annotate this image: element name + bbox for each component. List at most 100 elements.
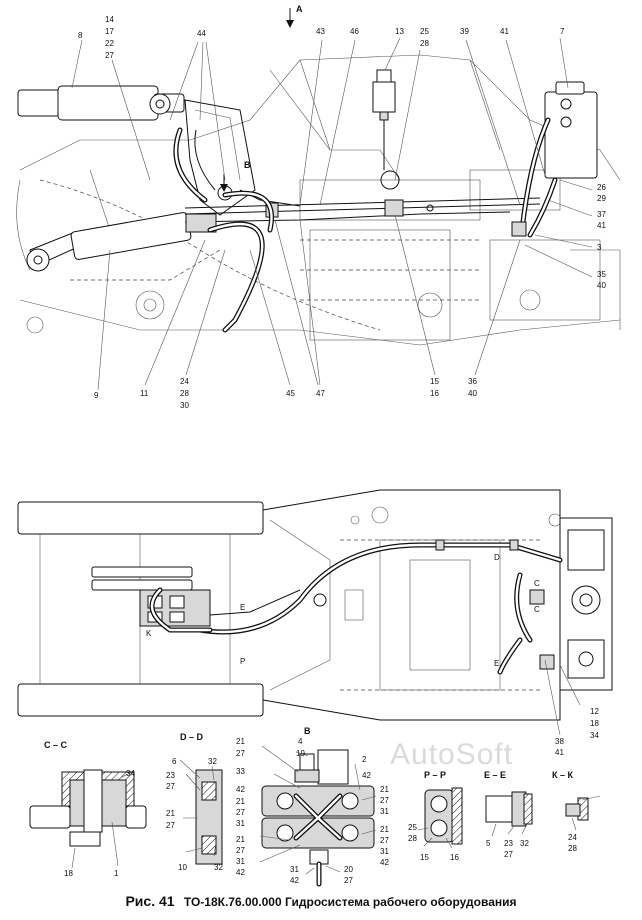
callout-9: 9 xyxy=(94,391,99,400)
callout-41b: 41 xyxy=(597,221,606,230)
section-b-label-27d: 27 xyxy=(236,846,245,855)
callout-36: 36 xyxy=(468,377,477,386)
callout-41c: 41 xyxy=(555,748,564,757)
section-b-label-42a: 42 xyxy=(362,771,371,780)
section-k-k-label-28: 28 xyxy=(568,844,577,853)
section-d-d-label-32b: 32 xyxy=(214,863,223,872)
callout-18: 18 xyxy=(590,719,599,728)
section-b-label-31e: 31 xyxy=(380,847,389,856)
section-b-label-27a: 27 xyxy=(236,749,245,758)
section-p-p: Р – Р 25 28 15 16 xyxy=(408,770,463,862)
callout-38: 38 xyxy=(555,737,564,746)
figure-caption: Рис. 41 ТО-18К.76.00.000 Гидросистема ра… xyxy=(0,893,642,909)
callout-17: 17 xyxy=(105,27,114,36)
section-d-d-label-23: 23 xyxy=(166,771,175,780)
section-b-label-20: 20 xyxy=(344,865,353,874)
callout-25: 25 xyxy=(420,27,429,36)
callout-29: 29 xyxy=(597,194,606,203)
section-b-label-31f: 31 xyxy=(290,865,299,874)
section-d-d-label-21: 21 xyxy=(166,809,175,818)
section-b-title: В xyxy=(304,726,311,736)
section-k-k: К – К 24 28 xyxy=(552,770,601,853)
figure-label: Рис. 41 xyxy=(125,893,175,909)
section-p-p-label-15: 15 xyxy=(420,853,429,862)
callout-27: 27 xyxy=(105,51,114,60)
plan-marker-e1: E xyxy=(494,659,499,668)
section-b-label-27b: 27 xyxy=(380,796,389,805)
side-view: А В 14 17 22 27 8 44 43 46 1 xyxy=(16,4,621,410)
plan-view: D C C E E P K 38 41 12 18 34 xyxy=(17,489,613,757)
callout-40b: 40 xyxy=(468,389,477,398)
section-b-label-2: 2 xyxy=(362,755,367,764)
section-d-d-label-32a: 32 xyxy=(208,757,217,766)
section-c-c-label-34: 34 xyxy=(126,769,135,778)
section-b-label-42f: 42 xyxy=(290,876,299,885)
section-b-label-31c: 31 xyxy=(236,819,245,828)
watermark: AutoSoft xyxy=(390,738,514,771)
section-e-e: Е – Е 5 23 27 32 xyxy=(484,770,533,859)
callout-47: 47 xyxy=(316,389,325,398)
section-d-d-label-10: 10 xyxy=(178,863,187,872)
callout-39: 39 xyxy=(460,27,469,36)
section-b-label-27c: 27 xyxy=(236,808,245,817)
section-d-d-label-27: 27 xyxy=(166,782,175,791)
callout-7: 7 xyxy=(560,27,565,36)
section-k-k-title: К – К xyxy=(552,770,573,780)
hydraulic-diagram: А В 14 17 22 27 8 44 43 46 1 xyxy=(16,4,621,887)
callout-8: 8 xyxy=(78,31,83,40)
callout-43: 43 xyxy=(316,27,325,36)
section-e-e-title: Е – Е xyxy=(484,770,506,780)
callout-15: 15 xyxy=(430,377,439,386)
plan-marker-p: P xyxy=(240,657,245,666)
section-c-c-label-1: 1 xyxy=(114,869,119,878)
section-d-d: D – D 6 23 27 32 21 27 10 32 xyxy=(166,732,223,872)
section-b-label-21c: 21 xyxy=(236,797,245,806)
section-b: В 4 19 21 27 33 2 42 21 27 31 42 21 27 3… xyxy=(236,726,389,887)
section-b-label-33: 33 xyxy=(236,767,245,776)
section-p-p-label-16: 16 xyxy=(450,853,459,862)
section-e-e-label-23: 23 xyxy=(504,839,513,848)
section-c-c-label-18: 18 xyxy=(64,869,73,878)
callout-34: 34 xyxy=(590,731,599,740)
callout-26: 26 xyxy=(597,183,606,192)
callout-45: 45 xyxy=(286,389,295,398)
section-c-c-title: С – С xyxy=(44,740,68,750)
section-d-d-label-6: 6 xyxy=(172,757,177,766)
section-b-label-4: 4 xyxy=(298,737,303,746)
callout-3: 3 xyxy=(597,243,602,252)
callout-22: 22 xyxy=(105,39,114,48)
section-b-label-21a: 21 xyxy=(236,737,245,746)
section-b-label-31b: 31 xyxy=(380,807,389,816)
section-p-p-label-25: 25 xyxy=(408,823,417,832)
plan-marker-c1: C xyxy=(534,579,540,588)
section-e-e-label-5: 5 xyxy=(486,839,491,848)
section-p-p-label-28: 28 xyxy=(408,834,417,843)
plan-marker-c2: C xyxy=(534,605,540,614)
plan-marker-d: D xyxy=(494,553,500,562)
section-e-e-label-32: 32 xyxy=(520,839,529,848)
section-b-label-21e: 21 xyxy=(380,825,389,834)
section-b-label-42d: 42 xyxy=(236,868,245,877)
callout-24: 24 xyxy=(180,377,189,386)
callout-37: 37 xyxy=(597,210,606,219)
section-p-p-title: Р – Р xyxy=(424,770,446,780)
callout-46: 46 xyxy=(350,27,359,36)
callout-35: 35 xyxy=(597,270,606,279)
callout-16: 16 xyxy=(430,389,439,398)
section-e-e-label-27: 27 xyxy=(504,850,513,859)
callout-13: 13 xyxy=(395,27,404,36)
section-b-label-27f: 27 xyxy=(344,876,353,885)
section-b-label-42c: 42 xyxy=(236,785,245,794)
section-b-label-19: 19 xyxy=(296,749,305,758)
section-b-label-21d: 21 xyxy=(236,835,245,844)
callout-11: 11 xyxy=(140,389,149,398)
callout-44: 44 xyxy=(197,29,206,38)
section-b-label-21b: 21 xyxy=(380,785,389,794)
callout-28: 28 xyxy=(420,39,429,48)
view-arrow-b: В xyxy=(244,160,251,170)
view-arrow-a: А xyxy=(296,4,303,14)
figure-title: ТО-18К.76.00.000 Гидросистема рабочего о… xyxy=(183,895,517,909)
section-b-label-31d: 31 xyxy=(236,857,245,866)
section-d-d-label-27b: 27 xyxy=(166,821,175,830)
